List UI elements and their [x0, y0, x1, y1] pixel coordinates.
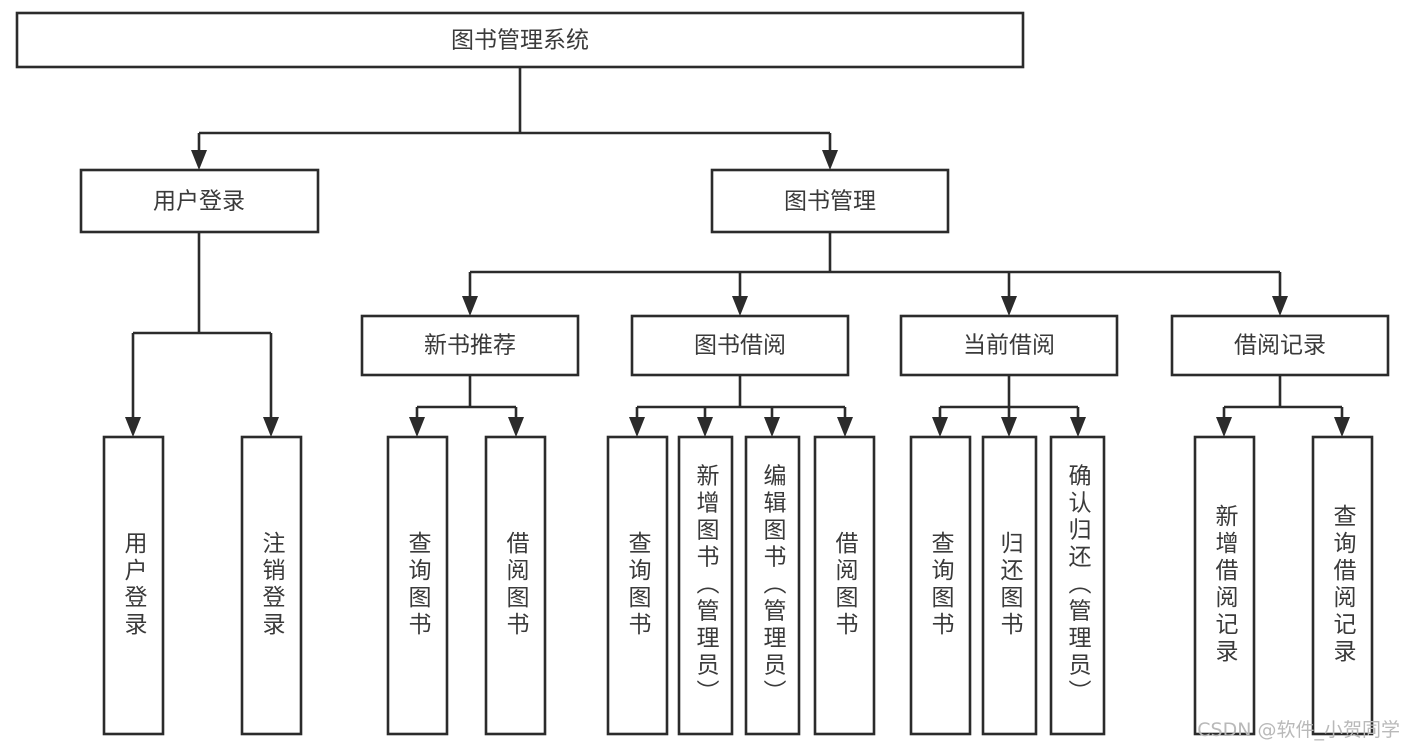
node-book-borrow[interactable]: 图书借阅	[630, 314, 850, 377]
connector-group-newbook	[409, 375, 524, 437]
leaf-node-add-record-box[interactable]	[1193, 435, 1256, 736]
leaf-node-add-book-box[interactable]	[677, 435, 734, 736]
node-borrow-record-label: 借阅记录	[1234, 333, 1326, 359]
node-user-login-box[interactable]	[79, 168, 320, 234]
connector-group-bookborrow	[629, 375, 853, 437]
node-new-book-recommend-box[interactable]	[360, 314, 580, 377]
leaf-node-add-book-label: 新增图书（管理员）	[692, 464, 720, 707]
node-current-borrow[interactable]: 当前借阅	[899, 314, 1119, 377]
arrow-head-leaf-user-login	[125, 417, 141, 437]
connector-group-currentborrow	[932, 375, 1086, 437]
arrow-head-leaf-edit-book	[764, 417, 780, 437]
arrow-head-leaf-query-book-2	[629, 417, 645, 437]
connector-group-borrowrecord	[1216, 375, 1350, 437]
leaf-node-user-logout-label: 注销登录	[258, 531, 286, 639]
leaf-node-user-login[interactable]: 用户登录	[102, 435, 165, 736]
node-book-manage[interactable]: 图书管理	[710, 168, 950, 234]
leaf-node-user-login-label: 用户登录	[120, 531, 148, 639]
arrow-head-current-borrow	[1001, 296, 1017, 316]
leaf-node-user-logout[interactable]: 注销登录	[240, 435, 303, 736]
leaf-node-return-book[interactable]: 归还图书	[981, 435, 1038, 736]
arrow-head-leaf-add-book	[697, 417, 713, 437]
leaf-node-return-book-box[interactable]	[981, 435, 1038, 736]
leaf-node-borrow-book-1[interactable]: 借阅图书	[484, 435, 547, 736]
arrow-head-borrow-record	[1272, 296, 1288, 316]
leaf-node-add-book[interactable]: 新增图书（管理员）	[677, 435, 734, 736]
leaf-node-query-record-label: 查询借阅记录	[1329, 504, 1357, 666]
arrow-head-userlogin	[191, 150, 207, 170]
leaf-node-add-record[interactable]: 新增借阅记录	[1193, 435, 1256, 736]
arrow-head-leaf-query-record	[1334, 417, 1350, 437]
leaf-node-borrow-book-2-box[interactable]	[813, 435, 876, 736]
node-root[interactable]: 图书管理系统	[15, 11, 1025, 69]
leaf-node-add-record-label: 新增借阅记录	[1211, 504, 1239, 666]
node-book-borrow-label: 图书借阅	[694, 333, 786, 359]
arrow-head-leaf-query-book-3	[932, 417, 948, 437]
arrow-head-leaf-confirm-return	[1070, 417, 1086, 437]
leaf-node-confirm-return-label: 确认归还（管理员）	[1064, 464, 1092, 707]
node-root-label: 图书管理系统	[451, 28, 589, 54]
leaf-node-confirm-return[interactable]: 确认归还（管理员）	[1049, 435, 1106, 736]
arrow-head-leaf-borrow-book-2	[837, 417, 853, 437]
node-borrow-record-box[interactable]	[1170, 314, 1390, 377]
arrow-head-leaf-add-record	[1216, 417, 1232, 437]
node-book-manage-box[interactable]	[710, 168, 950, 234]
node-root-box[interactable]	[15, 11, 1025, 69]
arrow-head-leaf-return-book	[1001, 417, 1017, 437]
leaf-node-user-logout-box[interactable]	[240, 435, 303, 736]
leaf-node-confirm-return-box[interactable]	[1049, 435, 1106, 736]
leaf-node-query-book-3-label: 查询图书	[927, 531, 955, 639]
leaf-node-query-book-2-box[interactable]	[606, 435, 669, 736]
leaf-node-user-login-box[interactable]	[102, 435, 165, 736]
leaf-node-borrow-book-2-label: 借阅图书	[831, 531, 859, 639]
connector-group-root	[191, 67, 838, 170]
arrow-head-book-borrow	[732, 296, 748, 316]
node-borrow-record[interactable]: 借阅记录	[1170, 314, 1390, 377]
arrow-head-leaf-user-logout	[263, 417, 279, 437]
leaf-node-query-book-2-label: 查询图书	[624, 531, 652, 639]
leaf-node-edit-book-box[interactable]	[744, 435, 801, 736]
leaf-node-query-record[interactable]: 查询借阅记录	[1311, 435, 1374, 736]
arrow-head-leaf-borrow-book-1	[508, 417, 524, 437]
leaf-node-borrow-book-1-box[interactable]	[484, 435, 547, 736]
leaf-node-query-record-box[interactable]	[1311, 435, 1374, 736]
node-new-book-recommend-label: 新书推荐	[424, 333, 516, 359]
leaf-node-edit-book-label: 编辑图书（管理员）	[759, 464, 787, 707]
leaf-node-borrow-book-2[interactable]: 借阅图书	[813, 435, 876, 736]
arrow-head-leaf-query-book-1	[409, 417, 425, 437]
node-user-login[interactable]: 用户登录	[79, 168, 320, 234]
node-book-borrow-box[interactable]	[630, 314, 850, 377]
leaf-node-query-book-1[interactable]: 查询图书	[386, 435, 449, 736]
leaf-node-edit-book[interactable]: 编辑图书（管理员）	[744, 435, 801, 736]
connector-group-bookmanage	[462, 232, 1288, 316]
node-current-borrow-label: 当前借阅	[963, 333, 1055, 359]
leaf-node-query-book-1-box[interactable]	[386, 435, 449, 736]
arrow-head-new-book-recommend	[462, 296, 478, 316]
leaf-node-borrow-book-1-label: 借阅图书	[502, 531, 530, 639]
node-user-login-label: 用户登录	[153, 189, 245, 215]
leaf-node-return-book-label: 归还图书	[996, 531, 1024, 639]
arrow-head-bookmanage	[822, 150, 838, 170]
leaf-node-query-book-3-box[interactable]	[909, 435, 972, 736]
node-new-book-recommend[interactable]: 新书推荐	[360, 314, 580, 377]
node-current-borrow-box[interactable]	[899, 314, 1119, 377]
leaf-node-query-book-1-label: 查询图书	[404, 531, 432, 639]
leaf-node-query-book-2[interactable]: 查询图书	[606, 435, 669, 736]
leaf-node-query-book-3[interactable]: 查询图书	[909, 435, 972, 736]
connector-group-userlogin	[125, 232, 279, 437]
node-book-manage-label: 图书管理	[784, 189, 876, 215]
csdn-watermark: CSDN @软件_小贺同学	[1197, 719, 1400, 741]
